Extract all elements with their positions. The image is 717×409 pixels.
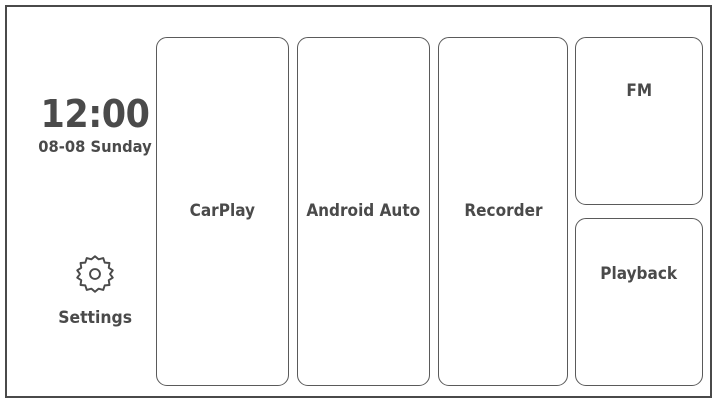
app-card-label: FM bbox=[626, 80, 652, 101]
clock-time: 12:00 bbox=[40, 92, 150, 136]
app-card-fm[interactable]: FM bbox=[575, 37, 703, 205]
info-panel: 12:00 08-08 Sunday Settings bbox=[15, 17, 155, 387]
app-card-playback[interactable]: Playback bbox=[575, 218, 703, 386]
settings-button[interactable]: Settings bbox=[25, 252, 165, 347]
app-card-label: Playback bbox=[600, 263, 678, 284]
app-card-label: Android Auto bbox=[306, 201, 421, 221]
gear-icon bbox=[73, 252, 117, 296]
app-card-label: CarPlay bbox=[189, 201, 256, 221]
device-frame: 12:00 08-08 Sunday Settings CarPlay Andr… bbox=[5, 5, 712, 398]
clock-date: 08-08 Sunday bbox=[38, 137, 152, 156]
app-card-carplay[interactable]: CarPlay bbox=[156, 37, 289, 386]
app-card-android-auto[interactable]: Android Auto bbox=[297, 37, 430, 386]
app-card-label: Recorder bbox=[463, 201, 543, 221]
app-card-recorder[interactable]: Recorder bbox=[438, 37, 568, 386]
settings-label: Settings bbox=[58, 308, 132, 328]
